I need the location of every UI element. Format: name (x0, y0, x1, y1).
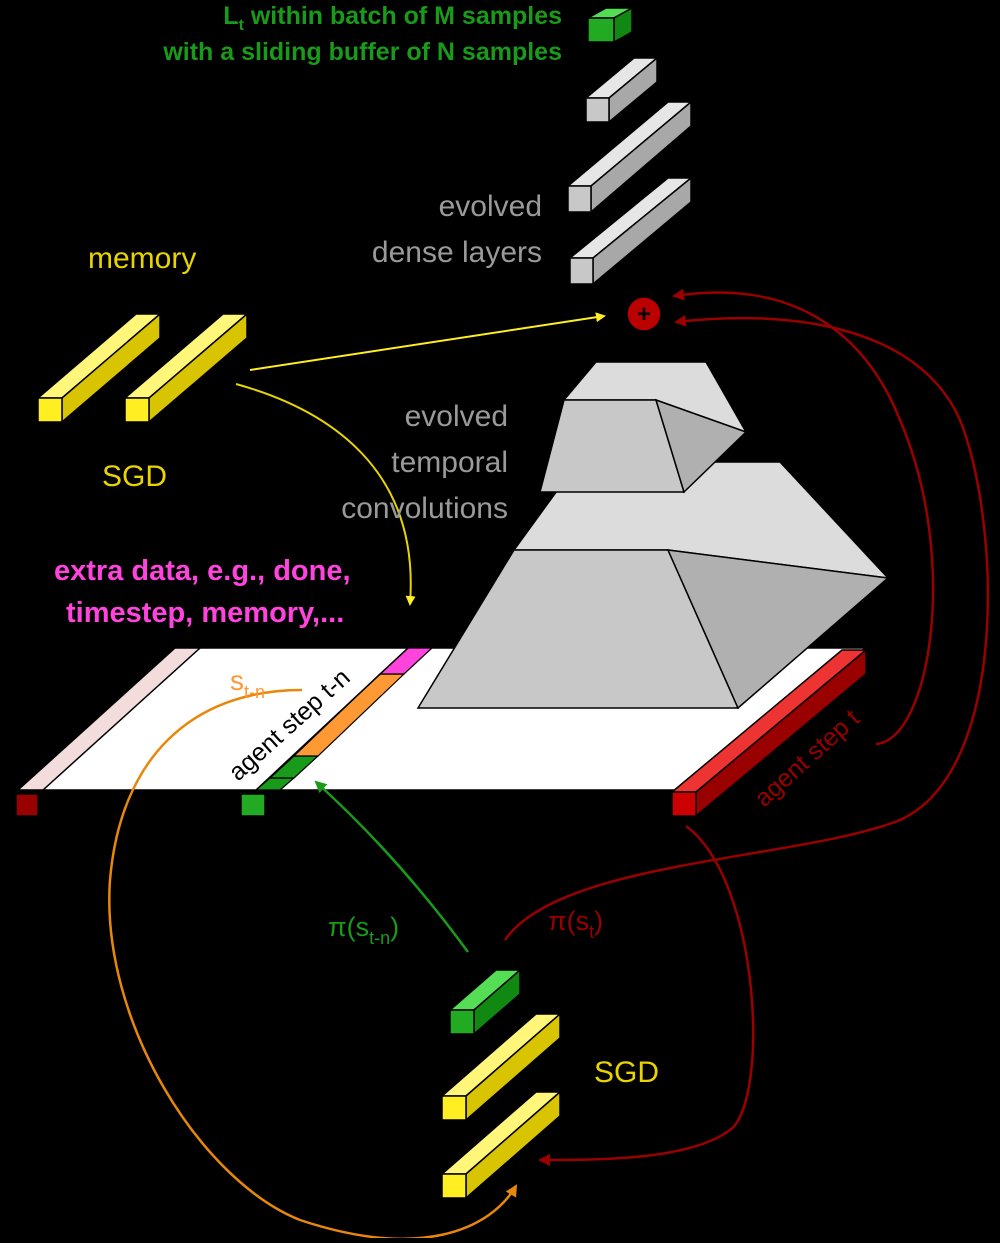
extra-data-line2: timestep, memory,... (66, 597, 344, 629)
conv-label-line3: convolutions (341, 492, 508, 525)
dense-label-line1: evolved (439, 190, 542, 223)
policy-green-bar (447, 968, 523, 1036)
pi-t-to-sum-arrow (503, 314, 990, 941)
temporal-conv-small (539, 361, 748, 494)
state-tn-to-sgd-arrow (108, 688, 518, 1240)
sgd-bottom-label: SGD (594, 1056, 659, 1089)
pi-tn-to-buffer-arrow (314, 780, 470, 953)
agent-t-to-sum-arrow (672, 288, 935, 746)
dense-layer-bar-3 (567, 176, 694, 286)
extra-data-line1: extra data, e.g., done, (54, 555, 351, 587)
loss-green-block (585, 6, 635, 44)
plus-sign: + (637, 301, 651, 328)
dense-label-line2: dense layers (372, 236, 542, 269)
memory-bar-1 (35, 312, 163, 424)
loss-label-line1: Lt within batch of M samples (223, 2, 562, 34)
memory-to-extra-arrow (235, 383, 416, 606)
conv-label-line2: temporal (391, 446, 508, 479)
state-tn-label: st-n (230, 665, 265, 702)
conv-label-line1: evolved (405, 400, 508, 433)
sum-node: + (626, 296, 662, 332)
pi-stn-label: π(st-n) (328, 912, 399, 948)
dense-layer-bar-2 (565, 100, 694, 214)
buffer-start-red-block (15, 793, 39, 817)
memory-label: memory (88, 242, 196, 275)
sgd-bar-2 (439, 1090, 563, 1200)
memory-to-sum-arrow (249, 312, 606, 371)
buffer-green-block (240, 793, 266, 817)
pi-st-label: π(st) (548, 906, 603, 942)
sgd-bar-1 (439, 1012, 563, 1122)
agent-step-tn-slice (254, 647, 434, 791)
dense-layer-bar-1 (583, 56, 660, 124)
sgd-left-label: SGD (102, 460, 167, 493)
loss-label-line2: with a sliding buffer of N samples (162, 38, 562, 66)
memory-bar-2 (122, 312, 250, 424)
temporal-conv-large (416, 461, 890, 710)
agent-step-t-bar (669, 648, 869, 818)
agent-t-to-sgd-arrow (538, 824, 755, 1166)
